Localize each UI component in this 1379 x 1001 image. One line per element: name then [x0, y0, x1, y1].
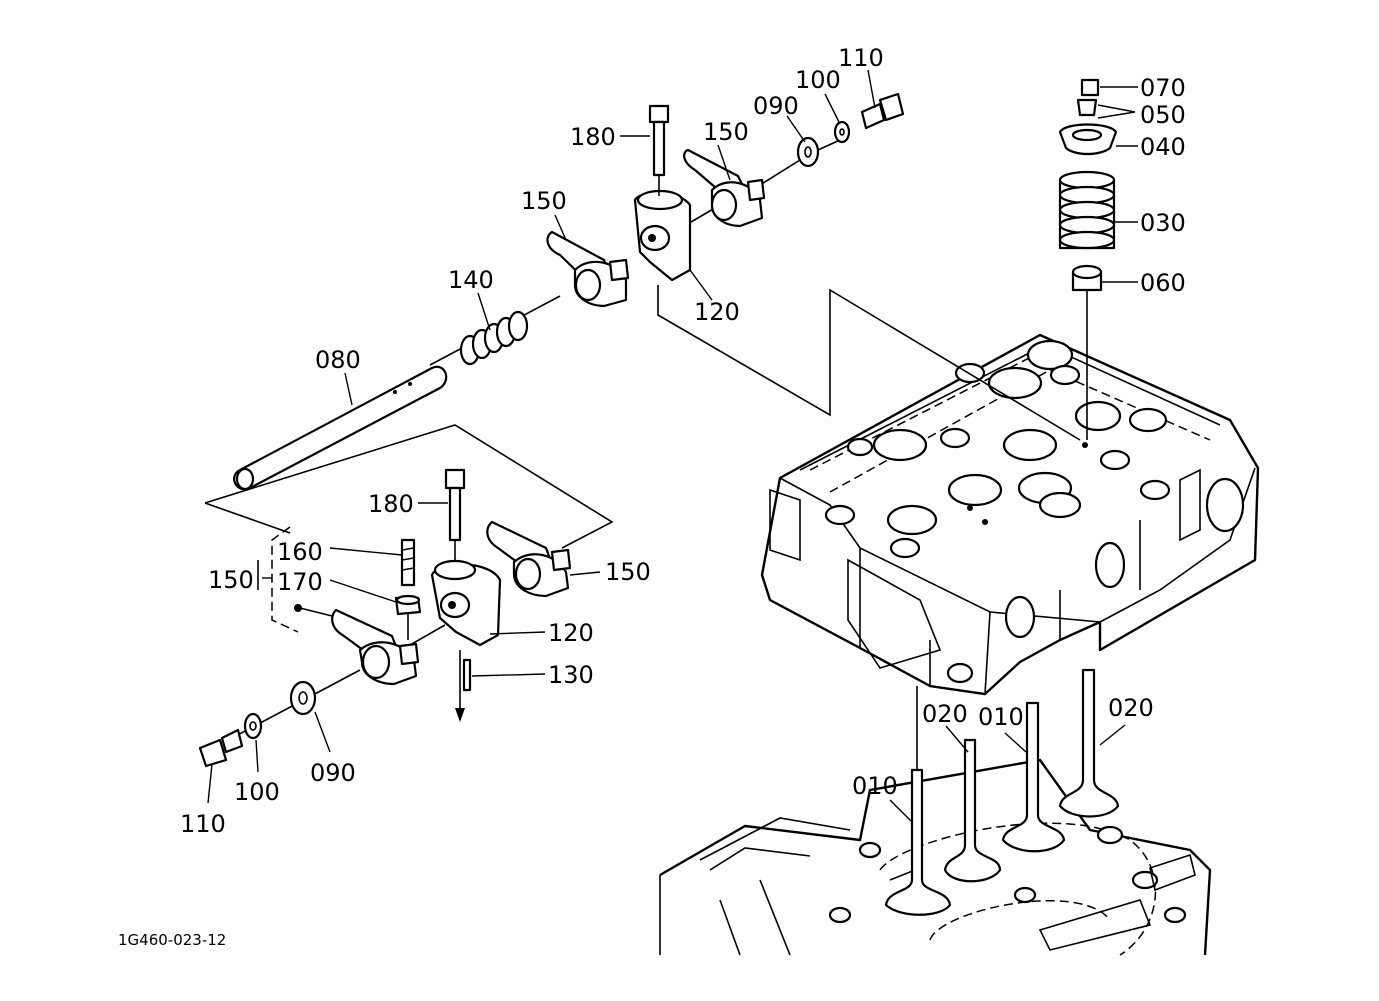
label-120-lower: 120 [548, 619, 594, 647]
label-150-upper-left: 150 [521, 187, 567, 215]
label-060: 060 [1140, 269, 1186, 297]
label-180-upper: 180 [570, 123, 616, 151]
label-100-upper: 100 [795, 66, 841, 94]
label-070: 070 [1140, 74, 1186, 102]
label-160: 160 [277, 538, 323, 566]
label-100-lower: 100 [234, 778, 280, 806]
label-010-center: 010 [978, 703, 1024, 731]
label-110-upper: 110 [838, 44, 884, 72]
valve-010-left [884, 686, 952, 916]
label-140: 140 [448, 266, 494, 294]
label-130: 130 [548, 661, 594, 689]
diagram-code: 1G460-023-12 [118, 931, 226, 949]
label-180-lower: 180 [368, 490, 414, 518]
label-150-group: 150 [208, 566, 254, 594]
label-150-upper-right: 150 [703, 118, 749, 146]
part-labels: 110 100 090 150 180 150 140 120 080 070 … [180, 44, 1186, 838]
label-170: 170 [277, 568, 323, 596]
label-040: 040 [1140, 133, 1186, 161]
lower-rocker-assembly [198, 424, 614, 768]
label-020-right: 020 [1108, 694, 1154, 722]
valve-spring-stack [1058, 78, 1118, 440]
cylinder-head [760, 333, 1260, 696]
cylinder-block [659, 758, 1212, 956]
label-030: 030 [1140, 209, 1186, 237]
leader-lines [207, 69, 1138, 823]
valve-010-right [1001, 701, 1066, 853]
upper-rocker-assembly [233, 92, 1081, 491]
label-050: 050 [1140, 101, 1186, 129]
label-010-left: 010 [852, 772, 898, 800]
valve-020-right [1058, 668, 1120, 818]
label-150-lower-right: 150 [605, 558, 651, 586]
label-080: 080 [315, 346, 361, 374]
valve-020-left [943, 738, 1002, 883]
label-020-left: 020 [922, 700, 968, 728]
label-090-lower: 090 [310, 759, 356, 787]
label-110-lower: 110 [180, 810, 226, 838]
label-120-upper: 120 [694, 298, 740, 326]
label-090-upper: 090 [753, 92, 799, 120]
